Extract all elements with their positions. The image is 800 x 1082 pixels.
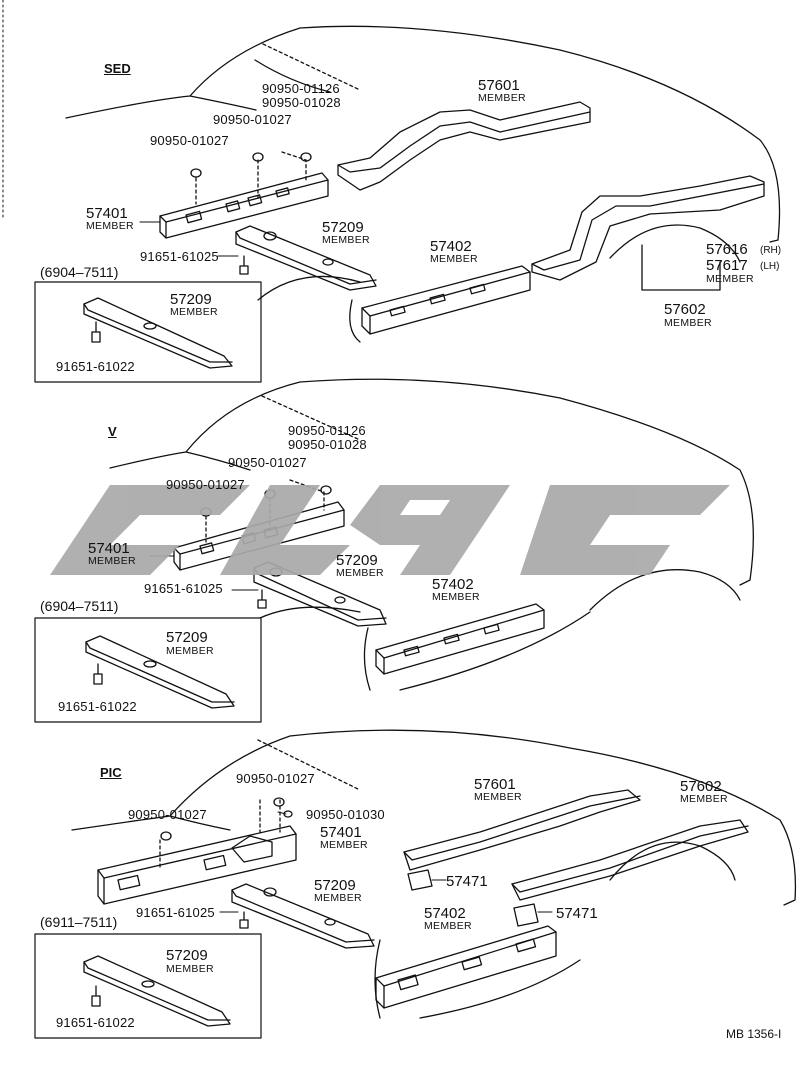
part-number-90950-01027: 90950-01027	[150, 133, 229, 148]
part-desc: MEMBER	[166, 963, 214, 975]
model-range: (6911–7511)	[40, 914, 118, 930]
part-number-57209: 57209	[336, 552, 378, 569]
sed-box-bolt	[91, 321, 101, 343]
pic-57471-brackets	[407, 869, 539, 927]
part-desc: MEMBER	[88, 555, 136, 567]
part-number-57209: 57209	[170, 291, 212, 308]
part-number-91651-61022: 91651-61022	[56, 359, 135, 374]
part-desc: MEMBER	[430, 253, 478, 265]
part-desc: MEMBER	[166, 645, 214, 657]
part-number-57402: 57402	[430, 238, 472, 255]
part-number-91651-61025: 91651-61025	[140, 249, 219, 264]
section-title-pic: PIC	[100, 765, 122, 780]
part-desc: MEMBER	[478, 92, 526, 104]
sed-bolt-61025	[239, 255, 249, 275]
part-number-57471: 57471	[556, 905, 598, 922]
sed-57602-part	[531, 175, 765, 281]
part-number-91651-61025: 91651-61025	[144, 581, 223, 596]
pic-57401-part	[97, 799, 297, 905]
part-number-57602: 57602	[680, 778, 722, 795]
pic-57602-part	[511, 819, 749, 901]
v-box-frame	[34, 617, 262, 723]
part-desc: MEMBER	[664, 317, 712, 329]
part-desc: MEMBER	[474, 791, 522, 803]
part-number-57401: 57401	[88, 540, 130, 557]
section-title-sed: SED	[104, 61, 131, 76]
leader-lines	[139, 221, 643, 913]
part-number-90950-01027: 90950-01027	[228, 455, 307, 470]
side-lh: (LH)	[760, 261, 780, 272]
part-number-57402: 57402	[432, 576, 474, 593]
sed-57401-part	[159, 151, 329, 239]
sed-body-outline	[65, 25, 781, 343]
part-number-90950-01027: 90950-01027	[166, 477, 245, 492]
part-desc: MEMBER	[336, 567, 384, 579]
part-number-90950-01126: 90950-01126	[262, 81, 340, 96]
pic-57601-part	[403, 789, 641, 871]
sed-clips	[190, 152, 312, 178]
v-57402-part	[375, 603, 545, 675]
part-desc: MEMBER	[320, 839, 368, 851]
section-title-v: V	[108, 424, 117, 439]
part-number-91651-61025: 91651-61025	[136, 905, 215, 920]
part-number-90950-01027: 90950-01027	[213, 112, 292, 127]
part-number-57617: 57617	[706, 257, 748, 274]
pic-body-outline	[71, 729, 797, 1019]
part-number-57616: 57616	[706, 241, 748, 258]
v-box-bolt	[93, 663, 103, 685]
part-desc: MEMBER	[706, 273, 754, 285]
part-number-57209: 57209	[166, 629, 208, 646]
pic-box-57209-part	[83, 955, 231, 1027]
model-range: (6904–7511)	[40, 264, 119, 280]
figure-code: MB 1356-I	[726, 1027, 782, 1041]
part-desc: MEMBER	[86, 220, 134, 232]
part-number-57209: 57209	[166, 947, 208, 964]
part-number-90950-01028: 90950-01028	[288, 437, 367, 452]
part-number-57471: 57471	[446, 873, 488, 890]
part-desc: MEMBER	[322, 234, 370, 246]
model-range: (6904–7511)	[40, 598, 119, 614]
pic-box-bolt	[91, 985, 101, 1007]
part-number-90950-01030: 90950-01030	[306, 807, 385, 822]
sed-57209-part	[235, 225, 377, 291]
part-number-90950-01027: 90950-01027	[236, 771, 315, 786]
part-desc: MEMBER	[314, 892, 362, 904]
watermark-logo	[50, 485, 730, 575]
part-number-90950-01027: 90950-01027	[128, 807, 207, 822]
part-number-57209: 57209	[314, 877, 356, 894]
part-number-57401: 57401	[320, 824, 362, 841]
part-desc: MEMBER	[170, 306, 218, 318]
sed-box-frame	[34, 281, 262, 383]
pic-57209-part	[231, 883, 375, 949]
pic-box-frame	[34, 933, 262, 1039]
part-desc: MEMBER	[432, 591, 480, 603]
v-body-outline	[109, 378, 754, 691]
part-number-57402: 57402	[424, 905, 466, 922]
sed-box-57209-part	[83, 297, 233, 369]
pic-57402-part	[375, 925, 557, 1009]
sed-57402-part	[361, 265, 531, 335]
part-number-91651-61022: 91651-61022	[58, 699, 137, 714]
part-number-57602: 57602	[664, 301, 706, 318]
part-number-90950-01126: 90950-01126	[288, 423, 366, 438]
part-number-90950-01028: 90950-01028	[262, 95, 341, 110]
side-rh: (RH)	[760, 245, 782, 256]
part-number-57601: 57601	[478, 77, 520, 94]
part-number-91651-61022: 91651-61022	[56, 1015, 135, 1030]
part-number-57401: 57401	[86, 205, 128, 222]
part-number-57209: 57209	[322, 219, 364, 236]
v-bolt-61025	[257, 589, 267, 609]
v-box-57209-part	[85, 635, 235, 709]
part-desc: MEMBER	[680, 793, 728, 805]
part-number-57601: 57601	[474, 776, 516, 793]
pic-bolt-61025	[239, 911, 249, 929]
sed-57601-part	[337, 101, 591, 191]
part-desc: MEMBER	[424, 920, 472, 932]
pic-clips	[160, 797, 293, 841]
